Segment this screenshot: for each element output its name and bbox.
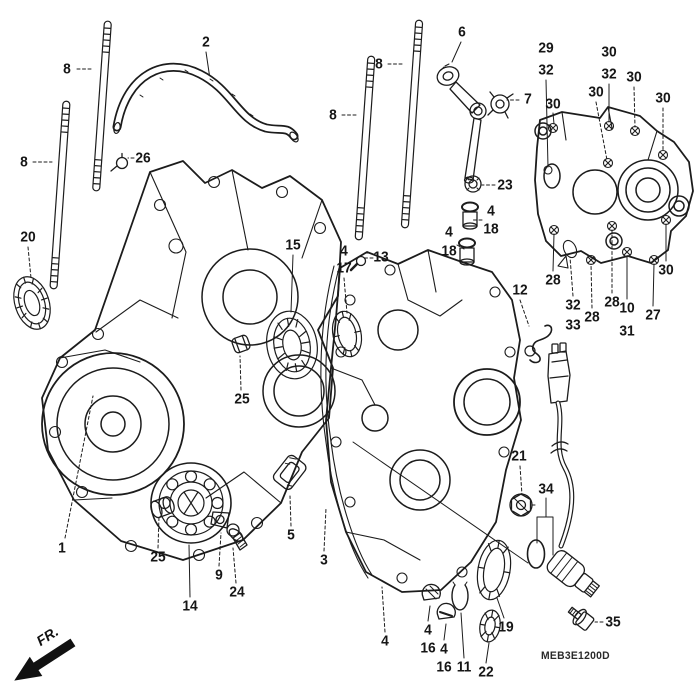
nut-21 xyxy=(510,494,535,516)
bolt-13 xyxy=(351,257,366,271)
circlip-11 xyxy=(452,582,468,610)
part-callout-18: 18 xyxy=(483,220,499,238)
cover-bolts xyxy=(544,122,671,269)
sensor-assembly xyxy=(544,548,603,602)
part-callout-8: 8 xyxy=(329,106,337,124)
part-callout-25: 25 xyxy=(234,390,250,408)
breather-tube xyxy=(113,67,300,143)
o-ring-34 xyxy=(528,540,545,568)
part-callout-32: 32 xyxy=(601,65,617,83)
gasket-ring-19 xyxy=(473,538,515,603)
clip-26 xyxy=(111,154,128,172)
plug-25b xyxy=(149,495,176,519)
bolt-24 xyxy=(227,524,247,550)
part-callout-14: 14 xyxy=(182,597,198,615)
part-callout-30: 30 xyxy=(601,43,617,61)
right-cover xyxy=(535,107,693,268)
plate-5 xyxy=(271,453,307,491)
part-callout-18: 18 xyxy=(441,242,457,260)
part-callout-4: 4 xyxy=(440,640,448,658)
oil-seal-17 xyxy=(329,309,366,360)
left-crankcase xyxy=(42,161,341,561)
part-callout-25: 25 xyxy=(150,548,166,566)
part-callout-30: 30 xyxy=(655,89,671,107)
part-callout-4: 4 xyxy=(445,223,453,241)
part-callout-19: 19 xyxy=(498,618,514,636)
part-callout-30: 30 xyxy=(588,83,604,101)
part-callout-7: 7 xyxy=(524,90,532,108)
part-callout-4: 4 xyxy=(424,621,432,639)
part-callout-20: 20 xyxy=(20,228,36,246)
part-callout-9: 9 xyxy=(215,566,223,584)
part-callout-23: 23 xyxy=(497,176,513,194)
part-callout-33: 33 xyxy=(565,316,581,334)
part-callout-17: 17 xyxy=(336,259,352,277)
drawing-code: MEB3E1200D xyxy=(541,650,610,662)
part-callout-29: 29 xyxy=(538,39,554,57)
ring-23 xyxy=(465,176,481,192)
part-callout-26: 26 xyxy=(135,149,151,167)
part-callout-4: 4 xyxy=(381,632,389,650)
part-callout-30: 30 xyxy=(626,68,642,86)
part-callout-32: 32 xyxy=(538,61,554,79)
leader-lines xyxy=(28,42,666,663)
stud-bolt-8c xyxy=(355,56,375,240)
part-callout-4: 4 xyxy=(340,242,348,260)
cap-16b xyxy=(437,603,455,619)
oil-seal-20 xyxy=(7,272,56,334)
part-callout-5: 5 xyxy=(287,526,295,544)
part-callout-6: 6 xyxy=(458,23,466,41)
clip-12 xyxy=(525,325,552,362)
seal-ring-22 xyxy=(477,609,502,644)
part-callout-8: 8 xyxy=(63,60,71,78)
stud-bolt-8d xyxy=(401,20,422,228)
right-crankcase xyxy=(321,250,521,592)
cable-connector xyxy=(548,343,570,403)
joint-arm-6 xyxy=(435,64,486,183)
plug-25a xyxy=(231,334,251,354)
part-callout-34: 34 xyxy=(538,480,554,498)
gasket-3 xyxy=(321,266,372,578)
part-callout-28: 28 xyxy=(584,308,600,326)
cap-16a xyxy=(422,584,440,600)
part-callout-8: 8 xyxy=(20,153,28,171)
part-callout-27: 27 xyxy=(645,306,661,324)
part-callout-16: 16 xyxy=(420,639,436,657)
sensor-cable xyxy=(551,403,572,546)
part-callout-30: 30 xyxy=(545,95,561,113)
bolt-35 xyxy=(565,603,596,633)
part-callout-2: 2 xyxy=(202,33,210,51)
part-callout-4: 4 xyxy=(487,202,495,220)
part-callout-10: 10 xyxy=(619,299,635,317)
part-callout-31: 31 xyxy=(619,322,635,340)
dowel-pin-18a xyxy=(462,203,478,230)
part-callout-30: 30 xyxy=(658,261,674,279)
part-callout-16: 16 xyxy=(436,658,452,676)
part-callout-28: 28 xyxy=(545,271,561,289)
stud-bolt-8a xyxy=(93,21,112,191)
part-callout-12: 12 xyxy=(512,281,528,299)
dowel-pin-18b xyxy=(459,239,475,266)
part-callout-24: 24 xyxy=(229,583,245,601)
clip-7 xyxy=(488,92,513,118)
part-callout-15: 15 xyxy=(285,236,301,254)
part-callout-32: 32 xyxy=(565,296,581,314)
part-callout-11: 11 xyxy=(456,658,472,676)
part-callout-3: 3 xyxy=(320,551,328,569)
part-callout-22: 22 xyxy=(478,663,494,681)
part-callout-28: 28 xyxy=(604,293,620,311)
needle-bearing-15 xyxy=(261,307,322,383)
part-callout-1: 1 xyxy=(58,539,66,557)
stud-bolt-8b xyxy=(50,101,70,289)
fr-arrow xyxy=(14,638,76,681)
stud-bolts xyxy=(50,20,423,289)
part-callout-35: 35 xyxy=(605,613,621,631)
part-callout-8: 8 xyxy=(375,55,383,73)
part-callout-21: 21 xyxy=(511,447,527,465)
part-callout-13: 13 xyxy=(373,248,389,266)
